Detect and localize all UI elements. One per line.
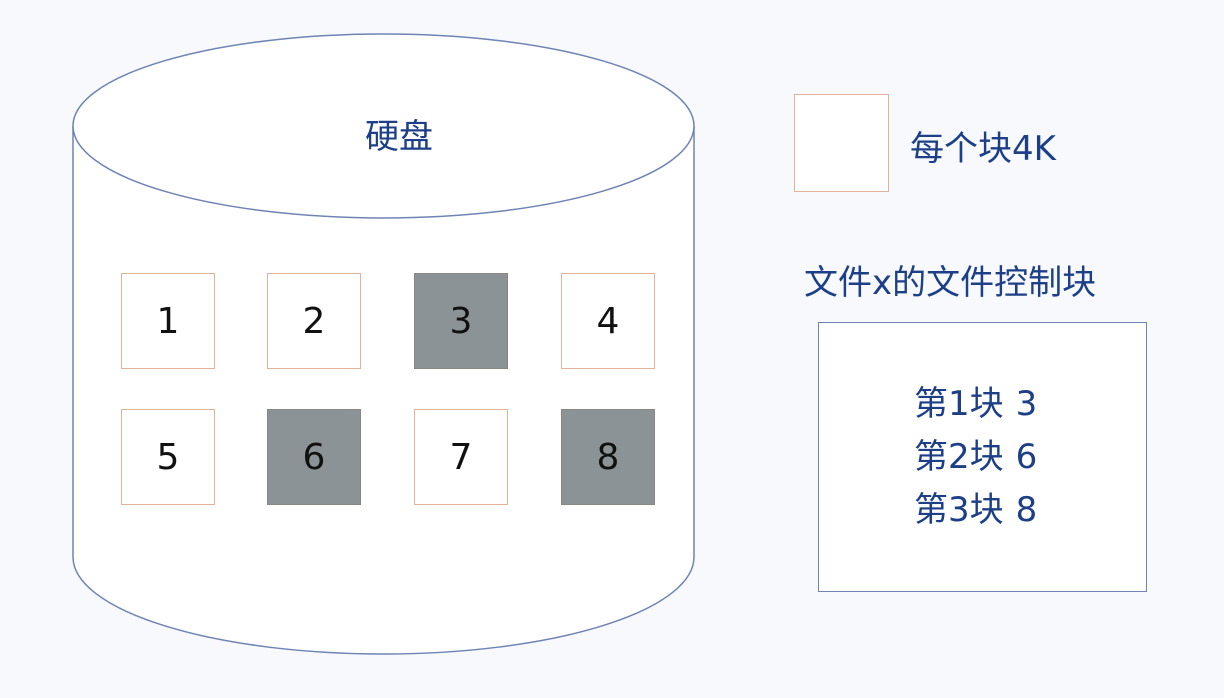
fcb-entry: 第2块 6 (914, 432, 1037, 482)
disk-block-7: 7 (414, 409, 508, 505)
fcb-entry-label: 第2块 (914, 437, 1004, 477)
fcb-entry-label: 第3块 (914, 490, 1004, 530)
fcb-entry-value: 6 (1015, 437, 1038, 477)
legend-block-swatch (794, 94, 889, 192)
disk-block-5: 5 (121, 409, 215, 505)
fcb-entry-label: 第1块 (914, 384, 1004, 424)
block-number: 2 (302, 300, 326, 342)
fcb-entry: 第1块 3 (914, 379, 1037, 429)
fcb-entry-value: 3 (1015, 384, 1038, 424)
block-number: 4 (596, 300, 620, 342)
disk-label: 硬盘 (365, 117, 433, 157)
disk-block-6: 6 (267, 409, 361, 505)
block-number: 6 (302, 436, 326, 478)
disk-block-2: 2 (267, 273, 361, 369)
block-number: 7 (449, 436, 473, 478)
legend-text: 每个块4K (910, 129, 1056, 169)
fcb-entry-value: 8 (1015, 490, 1038, 530)
block-number: 5 (156, 436, 180, 478)
fcb-title: 文件x的文件控制块 (804, 263, 1097, 303)
fcb-box (818, 322, 1147, 592)
disk-block-3: 3 (414, 273, 508, 369)
block-number: 8 (596, 436, 620, 478)
disk-block-8: 8 (561, 409, 655, 505)
block-number: 3 (449, 300, 473, 342)
cylinder-body (72, 126, 695, 655)
fcb-entry: 第3块 8 (914, 485, 1037, 535)
cylinder-top (72, 33, 695, 219)
disk-block-1: 1 (121, 273, 215, 369)
disk-block-4: 4 (561, 273, 655, 369)
block-number: 1 (156, 300, 180, 342)
